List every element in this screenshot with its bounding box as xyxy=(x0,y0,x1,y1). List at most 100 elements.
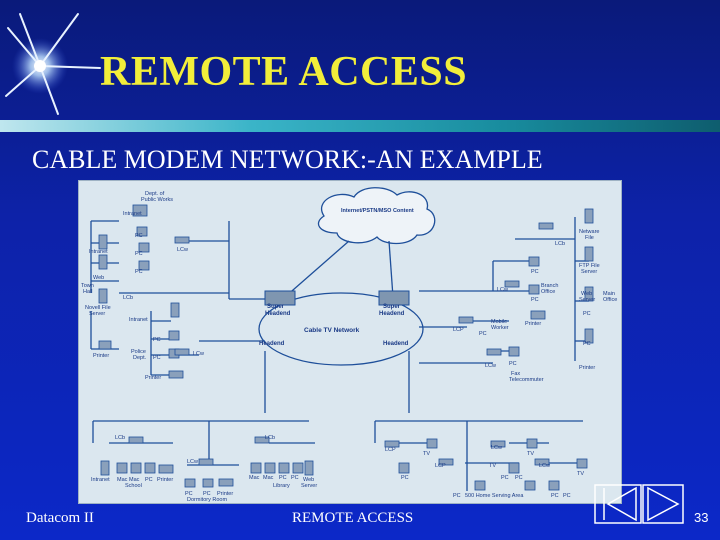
svg-text:PC: PC xyxy=(203,491,211,497)
svg-text:Branch: Branch xyxy=(541,283,558,289)
cable-tv-network-ring xyxy=(258,292,424,366)
svg-text:PC: PC xyxy=(515,475,523,481)
svg-text:PC: PC xyxy=(291,475,299,481)
svg-text:TV: TV xyxy=(527,451,534,457)
svg-text:PC: PC xyxy=(453,493,461,499)
svg-text:PC: PC xyxy=(531,269,539,275)
svg-text:File: File xyxy=(585,235,594,241)
svg-text:Police: Police xyxy=(131,349,146,355)
svg-text:LCP: LCP xyxy=(435,463,446,469)
svg-text:TV: TV xyxy=(423,451,430,457)
svg-text:Mac: Mac xyxy=(129,477,140,483)
internet-cloud xyxy=(317,187,436,245)
svg-text:PC: PC xyxy=(479,331,487,337)
svg-text:Dept.: Dept. xyxy=(133,355,147,361)
svg-text:PC: PC xyxy=(551,493,559,499)
network-label: Cable TV Network xyxy=(304,327,360,334)
svg-text:PC: PC xyxy=(135,269,143,275)
svg-text:PC: PC xyxy=(153,337,161,343)
svg-text:Intranet: Intranet xyxy=(89,249,108,255)
slide-title: REMOTE ACCESS xyxy=(100,49,468,95)
svg-text:Mac: Mac xyxy=(263,475,274,481)
svg-text:Printer: Printer xyxy=(579,365,595,371)
svg-text:Hall: Hall xyxy=(83,289,92,295)
svg-text:PC: PC xyxy=(583,311,591,317)
svg-text:LCP: LCP xyxy=(453,327,464,333)
svg-text:Netware: Netware xyxy=(579,229,599,235)
svg-text:Printer: Printer xyxy=(93,353,109,359)
svg-text:LCb: LCb xyxy=(123,295,133,301)
svg-text:FTP File: FTP File xyxy=(579,263,600,269)
svg-text:Server: Server xyxy=(89,311,105,317)
svg-text:LCw: LCw xyxy=(187,459,198,465)
next-slide-button[interactable] xyxy=(642,484,684,524)
svg-text:LCb: LCb xyxy=(555,241,565,247)
svg-text:LCw: LCw xyxy=(491,445,502,451)
svg-text:Headend: Headend xyxy=(383,341,409,347)
svg-text:TV: TV xyxy=(577,471,584,477)
svg-text:PC: PC xyxy=(583,341,591,347)
svg-text:PC: PC xyxy=(501,475,509,481)
page-number: 33 xyxy=(694,510,709,525)
svg-text:Server: Server xyxy=(581,269,597,275)
svg-text:PC: PC xyxy=(135,233,143,239)
svg-text:LCw: LCw xyxy=(177,247,188,253)
svg-text:Intranet: Intranet xyxy=(91,477,110,483)
star-burst-decoration xyxy=(5,13,101,115)
svg-text:Intranet: Intranet xyxy=(129,317,148,323)
svg-text:Mac: Mac xyxy=(117,477,128,483)
svg-text:Library: Library xyxy=(273,483,290,489)
svg-text:Printer: Printer xyxy=(145,375,161,381)
svg-text:LCb: LCb xyxy=(265,435,275,441)
svg-text:Headend: Headend xyxy=(259,341,285,347)
footer-course-name: Datacom II xyxy=(26,510,94,526)
svg-text:Server: Server xyxy=(579,297,595,303)
svg-text:500 Home Serving Area: 500 Home Serving Area xyxy=(465,493,524,499)
svg-text:Mac: Mac xyxy=(249,475,260,481)
svg-text:Dormitory Room: Dormitory Room xyxy=(187,497,227,503)
svg-text:School: School xyxy=(125,483,142,489)
super-headend-left xyxy=(264,290,296,306)
svg-text:Telecommuter: Telecommuter xyxy=(509,377,544,383)
super-headend-right xyxy=(378,290,410,306)
svg-text:Super: Super xyxy=(383,304,401,310)
svg-text:PC: PC xyxy=(135,251,143,257)
svg-text:Novell File: Novell File xyxy=(85,305,111,311)
svg-text:LCw: LCw xyxy=(497,287,508,293)
svg-text:Web: Web xyxy=(303,477,314,483)
svg-text:Fax: Fax xyxy=(511,371,520,377)
previous-slide-button[interactable] xyxy=(594,484,642,524)
svg-text:Super: Super xyxy=(267,304,285,310)
svg-text:LCw: LCw xyxy=(485,363,496,369)
svg-text:PC: PC xyxy=(153,355,161,361)
slide-subtitle: CABLE MODEM NETWORK:-AN EXAMPLE xyxy=(32,145,543,174)
svg-text:Printer: Printer xyxy=(525,321,541,327)
svg-text:Mobile: Mobile xyxy=(491,319,507,325)
svg-text:Headend: Headend xyxy=(265,311,291,317)
svg-text:PC: PC xyxy=(509,361,517,367)
svg-text:PC: PC xyxy=(531,297,539,303)
svg-text:Web: Web xyxy=(93,275,104,281)
svg-text:Web: Web xyxy=(581,291,592,297)
svg-text:Headend: Headend xyxy=(379,311,405,317)
cable-modem-network-diagram: Internet/PSTN/MSO Content Cable TV Netwo… xyxy=(78,180,622,504)
footer-topic: REMOTE ACCESS xyxy=(292,510,414,526)
svg-text:Main: Main xyxy=(603,291,615,297)
svg-text:Printer: Printer xyxy=(217,491,233,497)
svg-text:TV: TV xyxy=(489,463,496,469)
svg-text:Public Works: Public Works xyxy=(141,197,173,203)
svg-text:Server: Server xyxy=(301,483,317,489)
svg-text:PC: PC xyxy=(145,477,153,483)
svg-text:PC: PC xyxy=(563,493,571,499)
svg-text:PC: PC xyxy=(401,475,409,481)
svg-text:LCb: LCb xyxy=(115,435,125,441)
svg-text:LCw: LCw xyxy=(193,351,204,357)
cloud-label: Internet/PSTN/MSO Content xyxy=(341,208,414,214)
svg-text:Office: Office xyxy=(541,289,555,295)
svg-text:Office: Office xyxy=(603,297,617,303)
svg-text:Dept. of: Dept. of xyxy=(145,191,165,197)
svg-text:Town: Town xyxy=(81,283,94,289)
svg-text:LCP: LCP xyxy=(385,447,396,453)
svg-text:Intranet: Intranet xyxy=(123,211,142,217)
title-divider-bar xyxy=(0,120,720,132)
